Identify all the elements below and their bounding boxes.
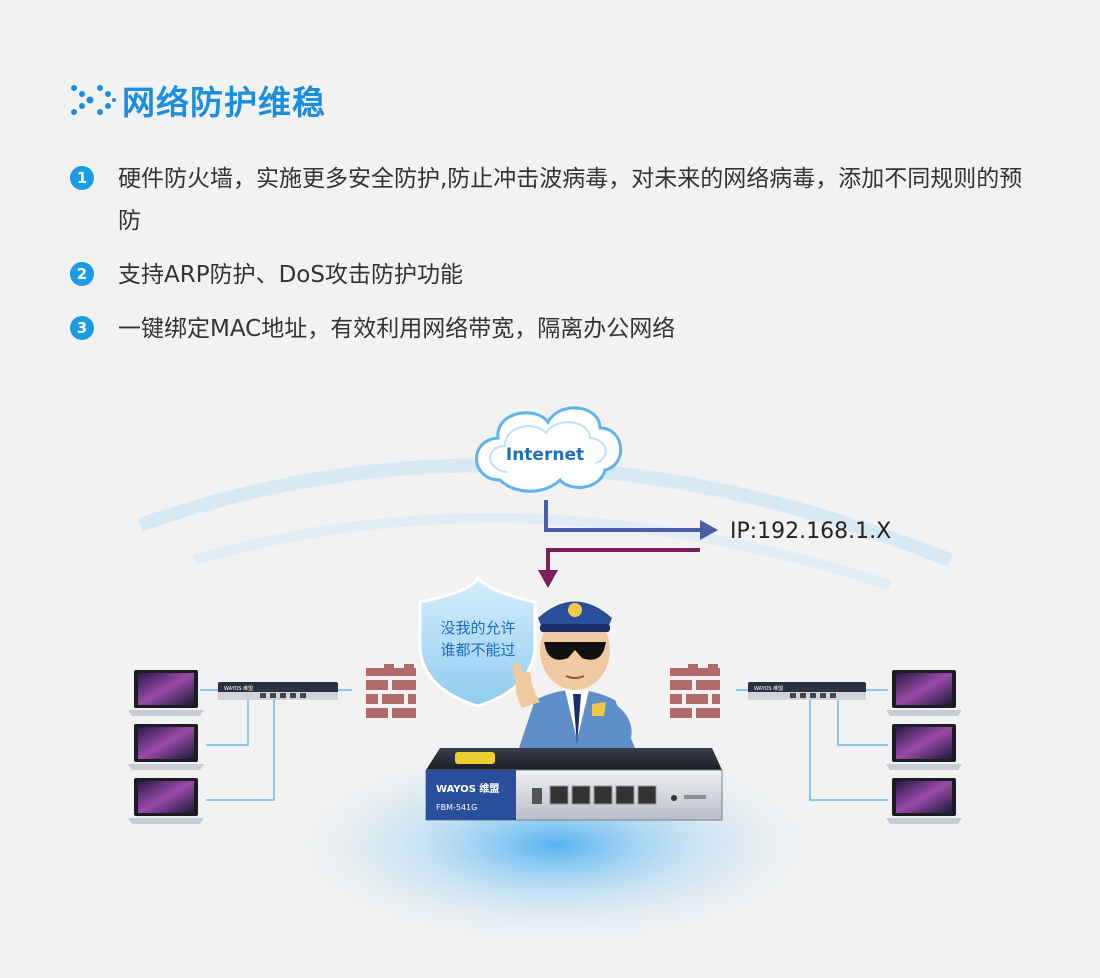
laptop-icon <box>128 778 204 824</box>
laptop-icon <box>886 670 962 716</box>
router-brand-label: WAYOS 维盟 <box>436 782 499 795</box>
ip-label: IP:192.168.1.X <box>730 519 891 544</box>
shield: 没我的允许 谁都不能过 <box>418 575 537 708</box>
left-cables <box>200 689 352 801</box>
outbound-arrow <box>544 500 718 540</box>
shield-text-line2: 谁都不能过 <box>440 641 515 659</box>
main-router: WAYOS 维盟 FBM-541G <box>425 748 723 821</box>
firewall-right <box>670 664 720 718</box>
list-item: 3 一键绑定MAC地址，有效利用网络带宽，隔离办公网络 <box>70 308 1050 350</box>
switch-brand-label: WAYOS 维盟 <box>224 685 253 692</box>
cloud-label: Internet <box>506 445 584 465</box>
right-cables <box>736 689 888 801</box>
shield-text-line1: 没我的允许 <box>440 619 515 637</box>
laptop-icon <box>886 778 962 824</box>
switch-brand-label: WAYOS 维盟 <box>754 685 783 692</box>
page-title: 网络防护维稳 <box>122 83 326 122</box>
router-model-label: FBM-541G <box>436 803 477 812</box>
firewall-left <box>366 664 416 718</box>
laptop-icon <box>128 670 204 716</box>
feature-list: 1 硬件防火墙，实施更多安全防护,防止冲击波病毒，对未来的网络病毒，添加不同规则… <box>70 158 1050 362</box>
laptop-icon <box>886 724 962 770</box>
bullet-number: 3 <box>70 316 94 340</box>
laptop-icon <box>128 724 204 770</box>
list-item: 1 硬件防火墙，实施更多安全防护,防止冲击波病毒，对未来的网络病毒，添加不同规则… <box>70 158 1050 242</box>
bullet-text: 一键绑定MAC地址，有效利用网络带宽，隔离办公网络 <box>118 316 676 342</box>
bullet-text: 硬件防火墙，实施更多安全防护,防止冲击波病毒，对未来的网络病毒，添加不同规则的预… <box>118 166 1023 234</box>
internet-cloud: Internet <box>475 406 622 493</box>
inbound-arrow <box>538 548 700 588</box>
bullet-number: 2 <box>70 262 94 286</box>
list-item: 2 支持ARP防护、DoS攻击防护功能 <box>70 254 1050 296</box>
ethernet-ports <box>549 785 657 805</box>
bullet-number: 1 <box>70 166 94 190</box>
section-header: 网络防护维稳 <box>70 78 326 122</box>
police-guard <box>512 601 640 760</box>
bullet-text: 支持ARP防护、DoS攻击防护功能 <box>118 262 463 288</box>
switch-right: WAYOS 维盟 <box>748 682 866 700</box>
dots-icon <box>71 85 116 115</box>
switch-left: WAYOS 维盟 <box>218 682 338 700</box>
